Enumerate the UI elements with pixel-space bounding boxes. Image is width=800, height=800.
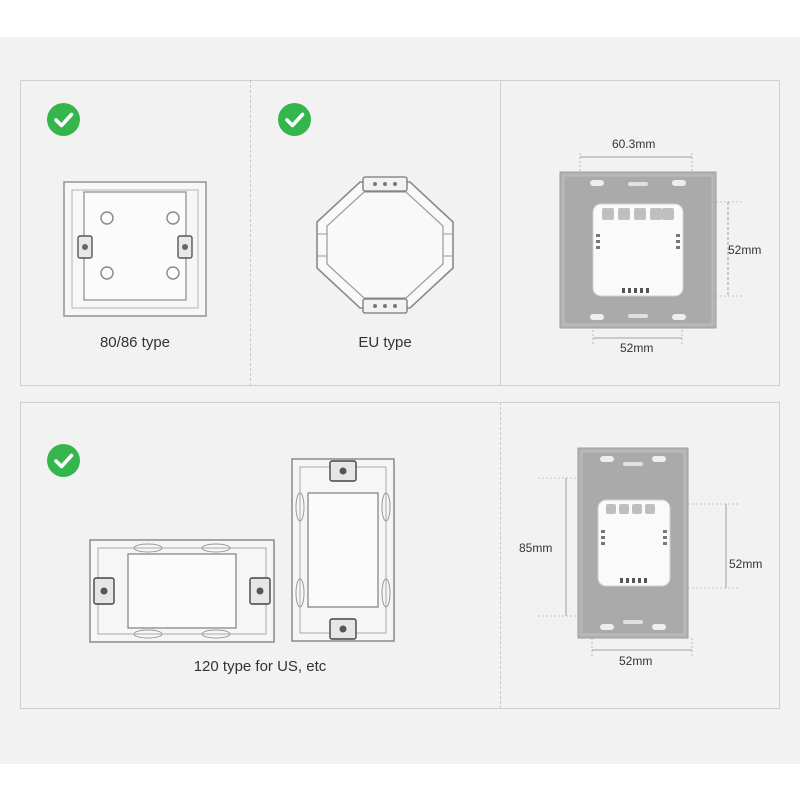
eu-box-drawing [316, 176, 454, 314]
divider [250, 80, 251, 386]
switch-plate-bottom [577, 447, 689, 639]
check-icon [278, 103, 311, 136]
check-icon [47, 444, 80, 477]
dimension-label: 52mm [728, 243, 762, 257]
dimension-lines-top [579, 153, 742, 346]
dimension-label: 52mm [620, 341, 654, 355]
dimension-label: 52mm [729, 557, 763, 571]
caption-80-86: 80/86 type [99, 334, 171, 351]
caption-us-120: 120 type for US, etc [193, 658, 327, 675]
box-80-86-drawing [63, 181, 207, 317]
divider [500, 80, 501, 386]
caption-eu: EU type [358, 334, 412, 351]
dimension-label: 52mm [619, 654, 653, 668]
dimension-label: 60.3mm [612, 137, 656, 151]
switch-plate-top [559, 171, 717, 329]
dimension-label: 85mm [519, 541, 553, 555]
dimension-lines-bottom [538, 477, 738, 658]
us-box-vertical-drawing [291, 458, 395, 642]
divider [500, 402, 501, 709]
us-box-horizontal-drawing [89, 539, 275, 643]
check-icon [47, 103, 80, 136]
